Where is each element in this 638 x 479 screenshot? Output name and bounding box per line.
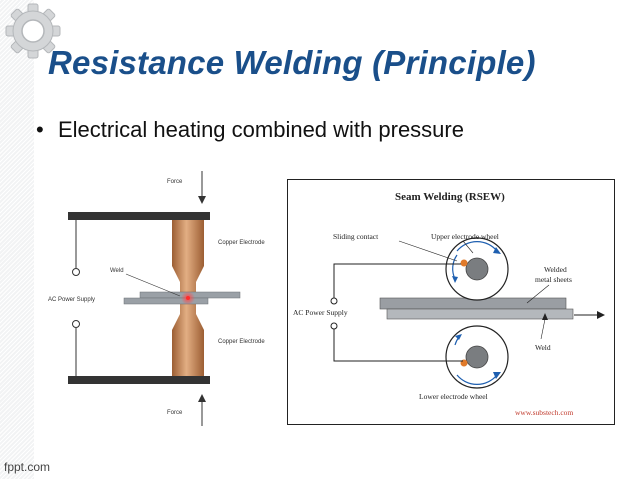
lower-electrode (172, 304, 204, 376)
spot-welding-diagram: Force Force Copper Electrode Copper Elec… (48, 171, 265, 426)
copper-electrode-lower-label: Copper Electrode (218, 339, 265, 345)
bullet-text: Electrical heating combined with pressur… (58, 117, 464, 142)
seam-title: Seam Welding (RSEW) (395, 191, 505, 203)
lower-bar (68, 376, 210, 384)
bullet-item: • Electrical heating combined with pressu… (36, 117, 464, 143)
upper-bar (68, 212, 210, 220)
gear-icon (5, 3, 61, 59)
lower-sheet (123, 297, 209, 305)
lower-metal-sheet (386, 308, 574, 320)
welded-label: Welded (544, 265, 567, 274)
force-top-label: Force (167, 179, 183, 185)
slide-title: Resistance Welding (Principle) (48, 44, 536, 81)
seam-weld-label: Weld (535, 343, 551, 352)
bullet-dot: • (36, 117, 44, 142)
copper-electrode-upper-label: Copper Electrode (218, 240, 265, 246)
upper-electrode (172, 220, 204, 292)
upper-wheel-label: Upper electrode wheel (431, 232, 499, 241)
seam-ac-power-label: AC Power Supply (293, 308, 348, 317)
seam-welding-diagram: Seam Welding (RSEW) AC Power Supply Slid… (287, 179, 615, 425)
force-bottom-label: Force (167, 410, 183, 416)
metal-sheets-label: metal sheets (535, 275, 572, 284)
weld-label: Weld (110, 268, 124, 274)
lower-wheel-label: Lower electrode wheel (419, 392, 488, 401)
ac-power-label: AC Power Supply (48, 297, 95, 303)
footer-brand: fppt.com (4, 460, 51, 474)
sliding-contact-label: Sliding contact (333, 232, 379, 241)
source-credit: www.substech.com (515, 408, 573, 417)
